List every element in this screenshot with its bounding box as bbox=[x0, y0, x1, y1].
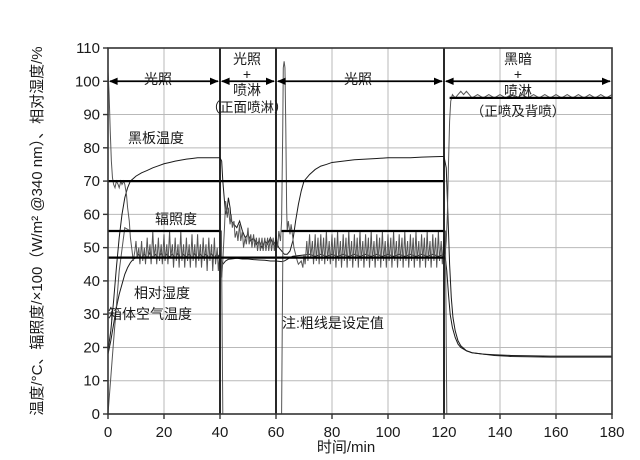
plot-frame bbox=[107, 47, 613, 415]
y-tick-label: 90 bbox=[83, 107, 100, 124]
phase-label-light-1: 光照 bbox=[144, 71, 172, 87]
y-axis-title: 温度/°C、辐照度/×100（W/m² @340 nm）、相对湿度/% bbox=[29, 46, 46, 415]
x-tick-label: 160 bbox=[543, 424, 568, 441]
phase-label-dark-spray-line1: 黑暗 bbox=[504, 51, 532, 67]
series-label-chamber-air-temperature: 箱体空气温度 bbox=[108, 306, 192, 322]
phase-label-light-spray-line1: 光照 bbox=[233, 51, 261, 67]
y-tick-label: 20 bbox=[83, 339, 100, 356]
series-label-relative-humidity: 相对湿度 bbox=[134, 285, 190, 301]
phase-label-light-spray-line3: 喷淋 bbox=[233, 82, 261, 98]
series-label-irradiance: 辐照度 bbox=[155, 211, 197, 227]
phase-label-light-2: 光照 bbox=[344, 71, 372, 87]
y-axis-tick-labels: 0 10 20 30 40 50 60 70 80 90 100 110 bbox=[75, 40, 108, 423]
x-tick-label: 120 bbox=[431, 424, 456, 441]
y-tick-label: 100 bbox=[75, 73, 100, 90]
y-tick-label: 80 bbox=[83, 140, 100, 157]
y-tick-label: 30 bbox=[83, 306, 100, 323]
x-tick-label: 40 bbox=[212, 424, 229, 441]
x-axis-title: 时间/min bbox=[317, 439, 375, 456]
y-tick-label: 60 bbox=[83, 206, 100, 223]
x-tick-label: 140 bbox=[487, 424, 512, 441]
x-tick-label: 80 bbox=[324, 424, 341, 441]
phase-label-dark-spray-line4: （正喷及背喷） bbox=[471, 104, 566, 119]
phase-label-light-spray-line4: （正面喷淋） bbox=[207, 100, 288, 115]
y-tick-label: 70 bbox=[83, 173, 100, 190]
x-tick-label: 100 bbox=[375, 424, 400, 441]
series-path-相对湿度 bbox=[108, 61, 612, 278]
x-tick-label: 180 bbox=[599, 424, 624, 441]
y-tick-label: 40 bbox=[83, 273, 100, 290]
phase-label-light-spray-line2: + bbox=[243, 66, 251, 82]
x-tick-label: 0 bbox=[104, 424, 112, 441]
phase-label-dark-spray-line2: + bbox=[514, 66, 522, 82]
y-tick-label: 50 bbox=[83, 240, 100, 257]
x-tick-label: 20 bbox=[156, 424, 173, 441]
y-tick-label: 0 bbox=[92, 406, 100, 423]
phase-divider-lines bbox=[219, 48, 445, 414]
phase-label-dark-spray-line3: 喷淋 bbox=[504, 83, 532, 99]
series-label-blackpanel-temperature: 黑板温度 bbox=[128, 130, 184, 146]
y-tick-label: 10 bbox=[83, 373, 100, 390]
chart-note: 注:粗线是设定值 bbox=[282, 315, 384, 331]
x-axis-tick-labels: 0 20 40 60 80 100 120 140 160 180 bbox=[104, 414, 625, 441]
y-tick-label: 110 bbox=[76, 40, 100, 57]
x-tick-label: 60 bbox=[268, 424, 285, 441]
